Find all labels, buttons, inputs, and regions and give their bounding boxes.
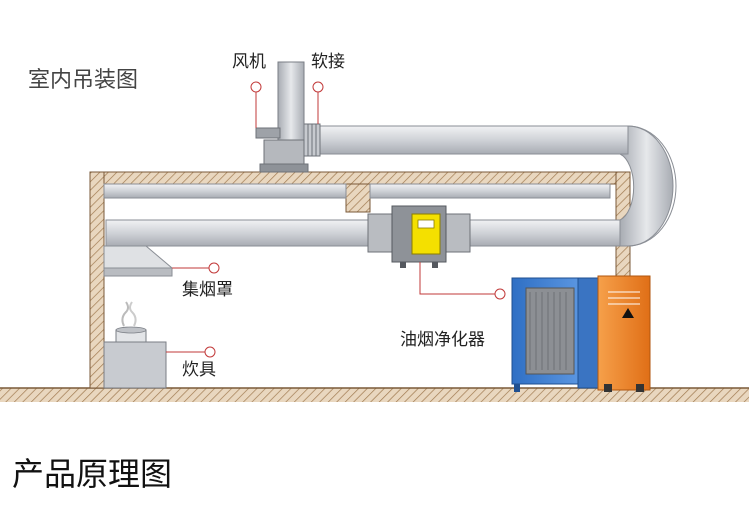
fan-callout: 风机 <box>232 52 266 72</box>
stove-callout: 炊具 <box>182 360 216 380</box>
smoke-hood <box>103 245 173 277</box>
purifier-callout: 油烟净化器 <box>400 330 485 350</box>
section-title: 产品原理图 <box>12 455 173 493</box>
ceiling-wall <box>89 171 631 389</box>
ceiling-upper-duct <box>103 183 611 199</box>
soft-joint-callout: 软接 <box>311 52 345 72</box>
main-duct <box>105 219 621 247</box>
install-diagram-label: 室内吊装图 <box>28 68 139 93</box>
stove <box>103 301 167 389</box>
callout-leaders <box>166 81 506 358</box>
soft-joint <box>303 123 321 157</box>
return-loop-duct <box>317 125 677 247</box>
inline-purifier <box>367 205 471 268</box>
hood-callout: 集烟罩 <box>182 280 233 300</box>
purifier-cabinet <box>511 275 651 392</box>
fan-unit <box>255 61 309 173</box>
